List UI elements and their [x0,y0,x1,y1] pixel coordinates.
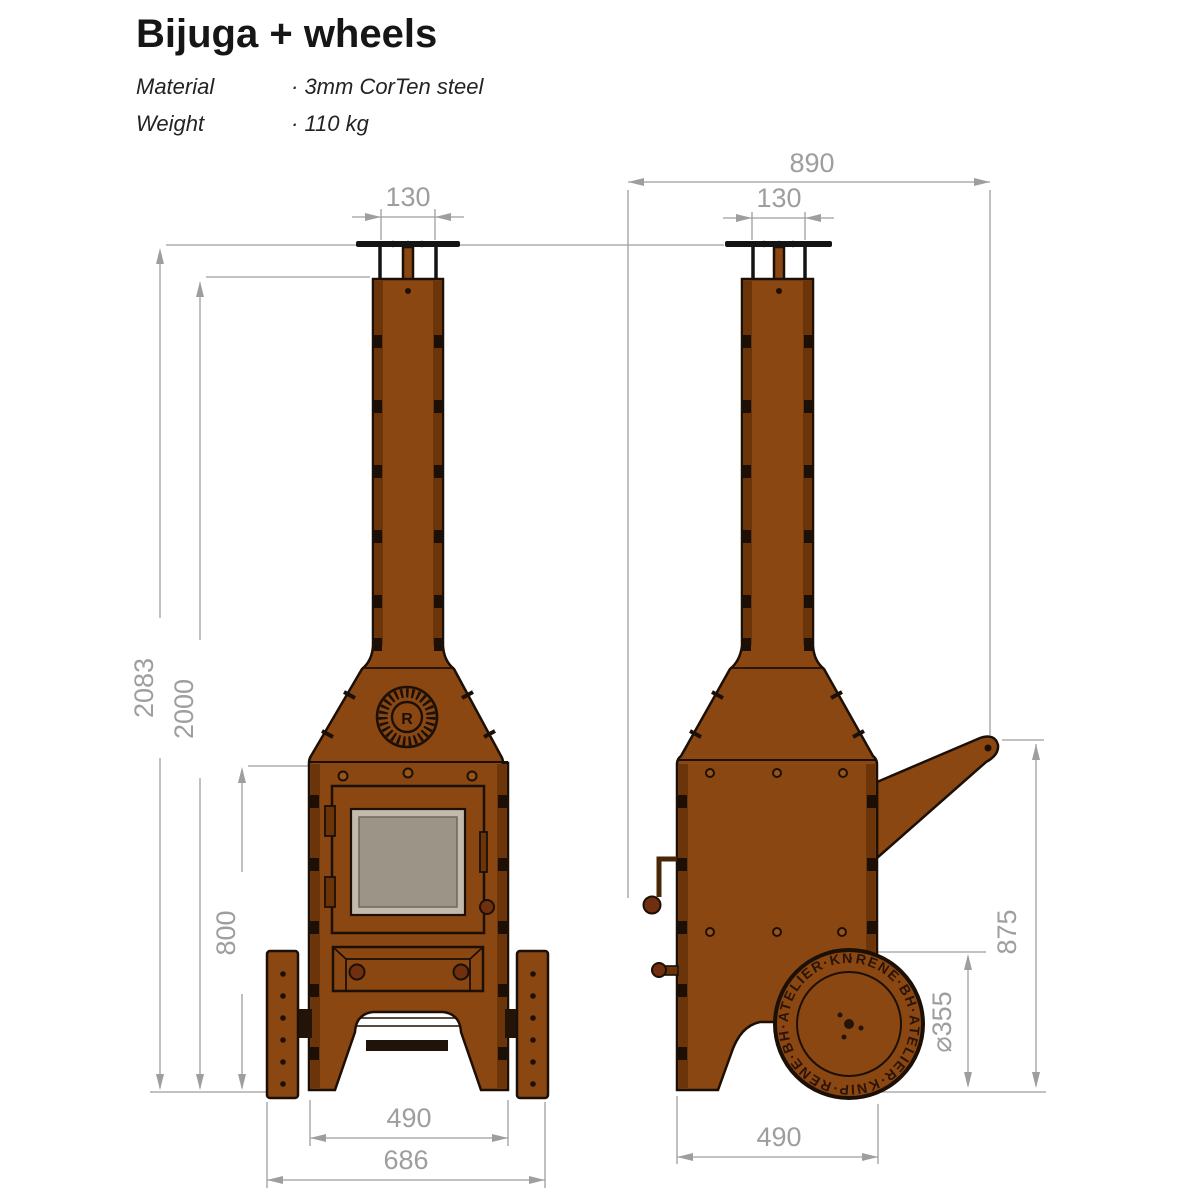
dim-front-firebox-height: 800 [211,765,309,1090]
svg-text:800: 800 [211,910,241,955]
dim-front-leg-span: 490 [309,1100,509,1146]
front-chimney-edge-strips [373,281,443,651]
side-body [675,277,879,1092]
crank-knob [642,895,662,915]
door-hinge-bottom [324,876,336,908]
dim-front-chimney-top-height: 2000 [169,276,370,1090]
door-hinge-top [324,805,336,837]
dim-side-handle-height: 875 [992,739,1044,1088]
side-shoulder-details [677,667,877,937]
dim-side-base-depth: 490 [676,1096,879,1164]
dim-side-chimney-depth: 130 [723,183,834,240]
side-chimney-edge-strips [742,281,813,651]
svg-text:875: 875 [992,909,1022,954]
wheel-hub [844,1019,854,1029]
axle-bracket-right [505,1009,519,1038]
handle-tip-bolt [984,744,992,752]
door-latch [479,831,488,873]
svg-text:2083: 2083 [129,658,159,718]
svg-text:490: 490 [756,1122,801,1152]
side-crank-handle [642,856,679,978]
dimension-annotations: 130 2083 2000 800 [129,148,1046,1188]
svg-text:490: 490 [386,1103,431,1133]
front-body-edge-strips [310,764,507,1088]
spec-weight-value: · 110 kg [291,111,369,136]
axle-bracket-left [298,1009,312,1038]
side-drawer-knob [651,962,667,978]
dim-front-overall-width: 686 [266,1102,546,1188]
front-shoulder-details [309,667,508,782]
wheel-left [265,949,300,1100]
drawer-knob-right [452,963,470,981]
door-latch-knob [479,899,495,915]
window-glass [358,816,458,908]
svg-text:890: 890 [789,148,834,178]
front-ash-drawer [331,945,485,993]
drawer-knob-left [348,963,366,981]
svg-text:130: 130 [756,183,801,213]
front-door [324,784,495,935]
spec-material-value: · 3mm CorTen steel [291,74,484,99]
svg-text:686: 686 [383,1145,428,1175]
arch-slot [366,1040,448,1051]
front-chimney-cap [356,240,460,289]
side-body-edge-strips [678,764,876,1088]
front-view-drawing: R [265,240,550,1100]
dim-side-overall-depth: 890 [627,148,991,898]
svg-text:130: 130 [385,182,430,212]
front-logo-medallion: R [375,685,439,749]
logo-letter: R [401,711,413,728]
spec-weight-label: Weight [136,111,205,136]
svg-text:2000: 2000 [169,679,199,739]
svg-text:⌀355: ⌀355 [927,991,957,1052]
wheel-right [515,949,550,1100]
front-wheels [265,949,550,1100]
spec-material-label: Material [136,74,215,99]
page-title: Bijuga + wheels [136,12,438,56]
side-handle [875,735,1000,861]
dim-front-chimney-width: 130 [352,182,464,240]
dim-side-wheel-diameter: ⌀355 [849,951,1046,1093]
front-arch-opening [357,1017,459,1051]
